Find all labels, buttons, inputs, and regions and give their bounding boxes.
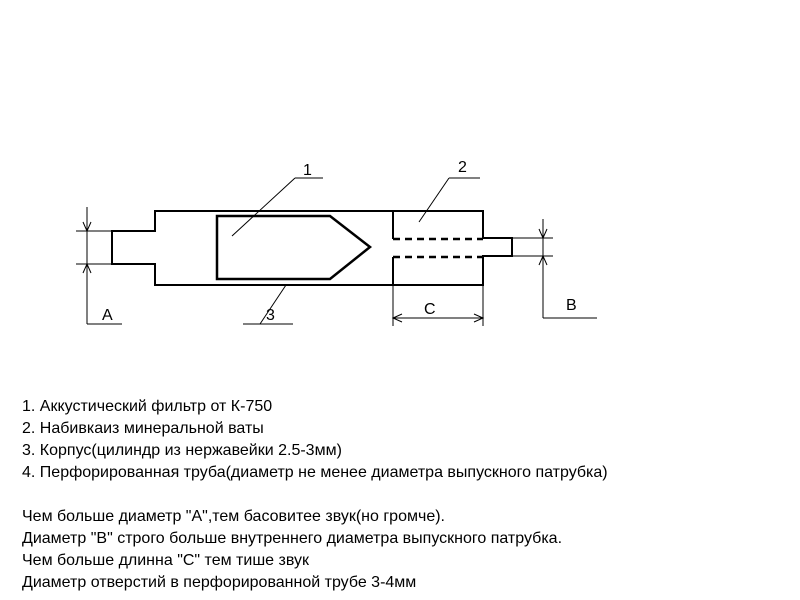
legend-item: 3. Корпус(цилиндр из нержавейки 2.5-3мм) [22,442,342,459]
leader-part-2 [418,177,480,223]
leader-part-1 [231,177,323,237]
remarks-list: Чем больше диаметр "А",тем басовитее зву… [22,506,562,594]
remark-item: Чем больше диаметр "А",тем басовитее зву… [22,508,445,525]
remark-item: Диаметр отверстий в перфорированной труб… [22,574,417,591]
label-dim-c: C [424,301,436,318]
label-dim-b: B [566,297,577,314]
label-part-1: 1 [303,162,312,179]
label-part-3: 3 [266,307,275,324]
remark-item: Чем больше длинна "С" тем тише звук [22,552,309,569]
leader-part-3 [243,284,293,325]
muffler-drawing: 1 2 3 A B C [76,159,597,326]
muffler-body-outline [111,210,513,286]
dimension-c [391,285,485,326]
legend-item: 2. Набивкаиз минеральной ваты [22,420,264,437]
legend-item: 4. Перфорированная труба(диаметр не мене… [22,464,608,481]
label-dim-a: A [102,307,113,324]
dimension-a [76,207,122,325]
legend-list: 1. Аккустический фильтр от К-750 2. Наби… [22,396,608,484]
acoustic-filter [215,214,373,281]
legend-item: 1. Аккустический фильтр от К-750 [22,398,273,415]
remark-item: Диаметр "В" строго больше внутреннего ди… [22,530,563,547]
perforated-tube [392,211,483,285]
label-part-2: 2 [458,159,467,176]
dimension-b [512,219,597,319]
